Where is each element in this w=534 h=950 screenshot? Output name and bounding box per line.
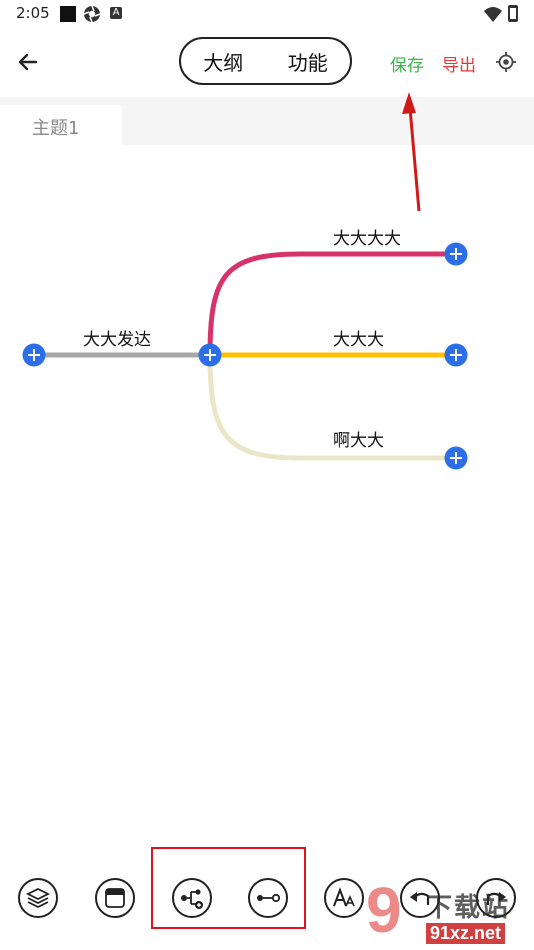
text-style-icon: [333, 887, 355, 907]
undo-icon: [410, 892, 430, 905]
add-child-button-2[interactable]: [444, 343, 468, 367]
redo-button[interactable]: [476, 878, 516, 918]
branch-line-3: [207, 354, 456, 461]
add-sibling-node-button[interactable]: [248, 878, 288, 918]
redo-icon: [486, 892, 506, 905]
add-parent-button[interactable]: [22, 343, 46, 367]
layers-icon: [25, 887, 51, 909]
watermark-bottom-text: 91xz.net: [426, 923, 506, 944]
watermark-top-text: 下载站: [426, 893, 511, 923]
site-watermark: 9 下载站 91xz.net: [366, 874, 534, 950]
root-expand-button[interactable]: [198, 343, 222, 367]
aperture-icon: [83, 5, 101, 23]
status-time: 2:05: [16, 4, 50, 22]
add-child-button-1[interactable]: [444, 242, 468, 266]
a-badge-icon: A: [110, 7, 122, 19]
wifi-icon: [484, 7, 502, 22]
export-button[interactable]: 导出: [442, 56, 476, 76]
tab-outline[interactable]: 大纲: [203, 50, 244, 75]
annotation-highlight-box: [151, 847, 306, 929]
layers-button[interactable]: [18, 878, 58, 918]
child-node-label-3[interactable]: 啊大大: [333, 431, 384, 451]
back-arrow-icon[interactable]: [12, 46, 44, 78]
child-node-label-1[interactable]: 大大大大: [333, 229, 401, 249]
tab-theme-1[interactable]: 主题1: [0, 105, 122, 146]
add-sibling-node-icon: [257, 893, 281, 903]
add-child-node-icon: [181, 889, 203, 909]
window-icon: [105, 888, 125, 908]
square-icon: [60, 6, 76, 22]
battery-icon: [508, 5, 518, 22]
branch-line-1: [207, 251, 456, 356]
tab-theme-1-label: 主题1: [32, 118, 80, 139]
status-bar: 2:05 A: [0, 0, 534, 28]
window-button[interactable]: [95, 878, 135, 918]
watermark-mark: 9: [366, 874, 402, 946]
tab-function[interactable]: 功能: [287, 50, 328, 75]
locate-icon[interactable]: [495, 51, 517, 73]
save-button[interactable]: 保存: [390, 56, 424, 76]
root-node-label[interactable]: 大大发达: [83, 330, 151, 350]
add-child-node-button[interactable]: [172, 878, 212, 918]
child-node-label-2[interactable]: 大大大: [333, 330, 384, 350]
add-child-button-3[interactable]: [444, 446, 468, 470]
undo-button[interactable]: [400, 878, 440, 918]
text-style-button[interactable]: [324, 878, 364, 918]
mode-segmented-control: 大纲 功能: [179, 37, 352, 85]
